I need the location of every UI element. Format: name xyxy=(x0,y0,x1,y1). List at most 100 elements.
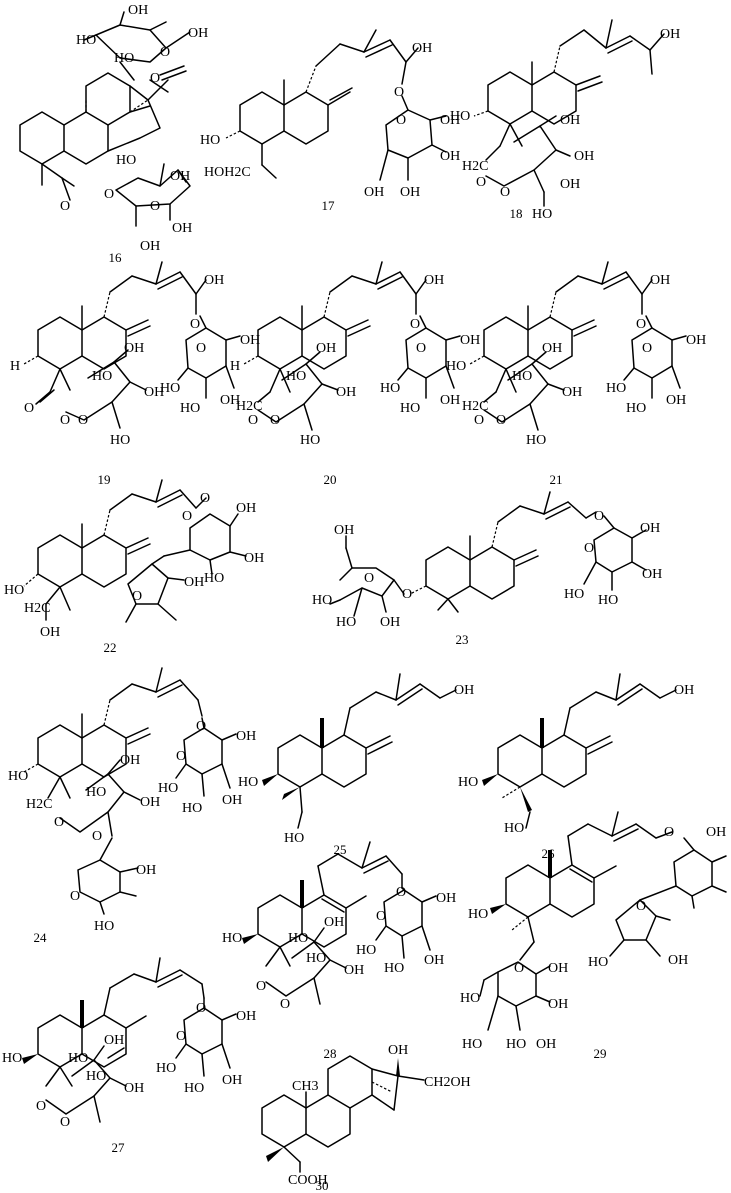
label: HO xyxy=(8,769,28,784)
label: HO xyxy=(222,931,242,946)
label: OH xyxy=(562,385,582,400)
label: O xyxy=(256,979,266,994)
label: O xyxy=(410,317,420,332)
label: O xyxy=(150,71,160,86)
label: HO xyxy=(2,1051,22,1066)
label: OH xyxy=(400,185,420,200)
label: OH xyxy=(380,615,400,630)
label: O xyxy=(70,889,80,904)
label: O xyxy=(182,509,192,524)
compound-17: OH O HO HOH2C O OH OH OH OH 17 xyxy=(200,29,460,213)
label: O xyxy=(196,719,206,734)
label: OH xyxy=(240,333,260,348)
compound-number-18: 18 xyxy=(510,206,523,221)
label: HO xyxy=(336,615,356,630)
label: OH xyxy=(574,149,594,164)
label: HO xyxy=(460,991,480,1006)
label: O xyxy=(92,829,102,844)
label: O xyxy=(500,185,510,200)
label: OH xyxy=(668,953,688,968)
compound-number-28: 28 xyxy=(324,1046,337,1061)
label: CH2OH xyxy=(424,1075,471,1090)
label: HO xyxy=(156,1061,176,1076)
label: O xyxy=(270,413,280,428)
label: OH xyxy=(204,273,224,288)
label: OH xyxy=(674,683,694,698)
label: OH xyxy=(124,341,144,356)
compound-23: OH O HO HO OH O O OH O HO HO OH 23 xyxy=(312,491,662,647)
label: O xyxy=(376,909,386,924)
compound-25: OH HO HO 25 xyxy=(238,673,474,857)
label: O xyxy=(104,187,114,202)
label: OH xyxy=(548,961,568,976)
label: HO xyxy=(288,931,308,946)
label: HO xyxy=(506,1037,526,1052)
label: OH xyxy=(650,273,670,288)
compound-20: OH O H H2C HO OH OH O O HO O HO OH HO OH… xyxy=(230,261,480,487)
label: HO xyxy=(504,821,524,836)
label: H2C xyxy=(462,159,488,174)
compound-number-17: 17 xyxy=(322,198,336,213)
label: O xyxy=(54,815,64,830)
label: O xyxy=(176,1029,186,1044)
label: O xyxy=(248,413,258,428)
label: O xyxy=(24,401,34,416)
label: O xyxy=(474,413,484,428)
label: OH xyxy=(440,393,460,408)
label: O xyxy=(196,341,206,356)
label: OH xyxy=(222,1073,242,1088)
label: OH xyxy=(412,41,432,56)
label: HO xyxy=(182,801,202,816)
label: OH xyxy=(140,239,160,254)
compound-16: HO OH HO O OH O O HO O O OH OH OH 16 xyxy=(19,3,208,265)
label: HO xyxy=(114,51,134,66)
label: OH xyxy=(424,953,444,968)
label: HOH2C xyxy=(204,165,251,180)
compound-number-23: 23 xyxy=(456,632,469,647)
label: HO xyxy=(356,943,376,958)
label: OH xyxy=(104,1033,124,1048)
label: HO xyxy=(462,1037,482,1052)
label: OH xyxy=(144,385,164,400)
label: HO xyxy=(286,369,306,384)
label: OH xyxy=(136,863,156,878)
label: OH xyxy=(172,221,192,236)
label: HO xyxy=(238,775,258,790)
compound-21: OH O HO H2C HO OH OH O O HO O HO OH HO O… xyxy=(446,261,706,487)
label: OH xyxy=(686,333,706,348)
label: HO xyxy=(76,33,96,48)
label: O xyxy=(476,175,486,190)
label: O xyxy=(200,491,210,506)
label: OH xyxy=(40,625,60,640)
label: OH xyxy=(424,273,444,288)
label: OH xyxy=(660,27,680,42)
label: OH xyxy=(236,1009,256,1024)
label: OH xyxy=(170,169,190,184)
label: O xyxy=(584,541,594,556)
label: O xyxy=(402,587,412,602)
label: HO xyxy=(532,207,552,222)
compound-number-21: 21 xyxy=(550,472,563,487)
compound-26: OH HO HO 26 xyxy=(458,673,694,861)
label: HO xyxy=(204,571,224,586)
label: HO xyxy=(180,401,200,416)
compound-number-30: 30 xyxy=(316,1178,329,1193)
label: OH xyxy=(140,795,160,810)
label: H xyxy=(10,359,20,374)
compound-number-27: 27 xyxy=(112,1140,126,1155)
label: O xyxy=(60,413,70,428)
label: O xyxy=(78,413,88,428)
label: HO xyxy=(158,781,178,796)
label: O xyxy=(642,341,652,356)
label: OH xyxy=(220,393,240,408)
label: HO xyxy=(306,951,326,966)
label: OH xyxy=(236,501,256,516)
label: HO xyxy=(300,433,320,448)
label: O xyxy=(196,1001,206,1016)
label: OH xyxy=(642,567,662,582)
label: H2C xyxy=(462,399,488,414)
label: OH xyxy=(222,793,242,808)
label: O xyxy=(364,571,374,586)
label: OH xyxy=(244,551,264,566)
